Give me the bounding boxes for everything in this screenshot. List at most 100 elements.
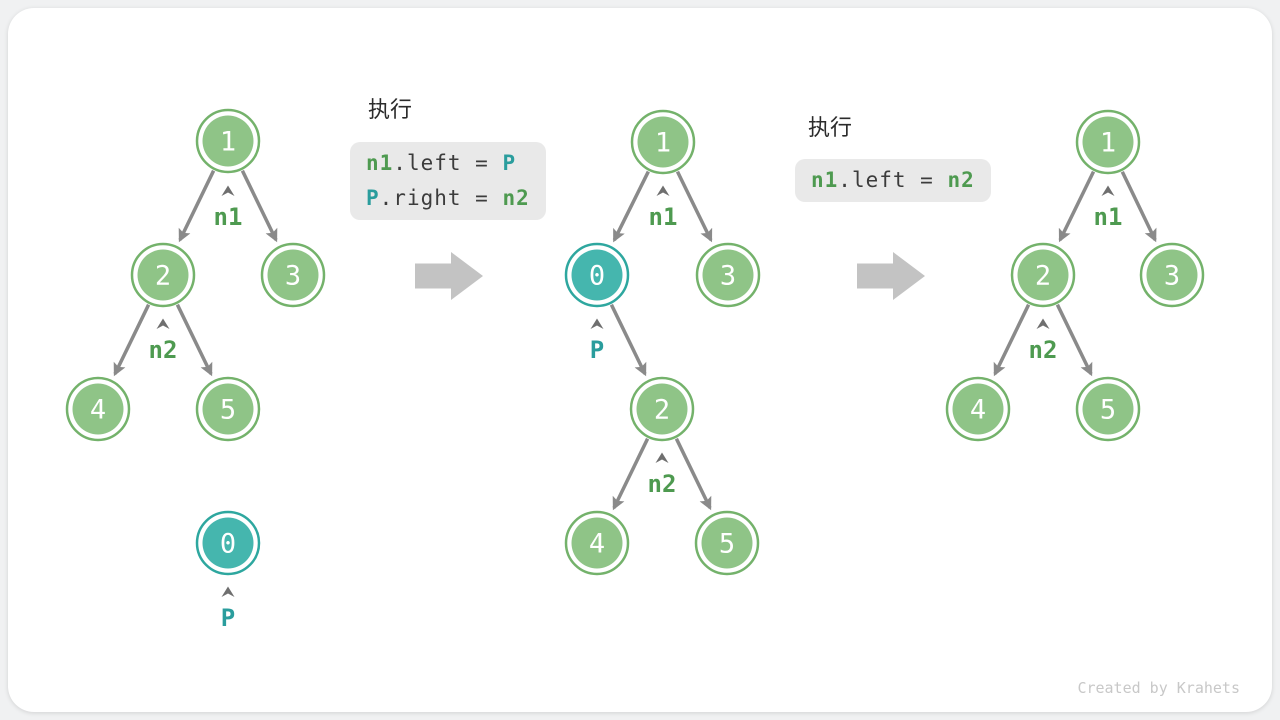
node-value: 1 bbox=[220, 127, 236, 158]
pointer-caret-icon bbox=[1036, 318, 1050, 329]
tree-edge bbox=[175, 303, 213, 377]
tree-node-4: 4 bbox=[564, 510, 630, 576]
pointer-caret-icon bbox=[1101, 185, 1115, 196]
code-token: .left = bbox=[838, 168, 948, 192]
node-value: 5 bbox=[1100, 395, 1116, 426]
transition-arrow-icon bbox=[857, 252, 925, 300]
pointer-n2: n2 bbox=[149, 318, 178, 364]
node-value: 3 bbox=[720, 261, 736, 292]
pointer-n2: n2 bbox=[648, 452, 676, 498]
tree-edge bbox=[1120, 170, 1157, 243]
node-value: 1 bbox=[1100, 128, 1116, 159]
node-circle bbox=[1082, 116, 1134, 168]
tree-edge bbox=[1058, 170, 1096, 243]
node-circle bbox=[72, 383, 124, 435]
tree-edge bbox=[113, 303, 151, 377]
tree-edge bbox=[612, 170, 650, 243]
pointer-label: n1 bbox=[649, 203, 678, 231]
tree-node-1: 1 bbox=[1075, 109, 1141, 175]
step-2-code-box: n1.left = n2 bbox=[795, 159, 991, 202]
code-line: P.right = n2 bbox=[366, 181, 530, 216]
code-line: n1.left = n2 bbox=[811, 163, 975, 198]
tree-node-1: 1 bbox=[630, 109, 696, 175]
pointer-n1: n1 bbox=[649, 185, 678, 231]
node-circle bbox=[1017, 249, 1069, 301]
node-value: 2 bbox=[654, 395, 670, 426]
node-circle bbox=[636, 383, 688, 435]
node-circle bbox=[637, 116, 689, 168]
transition-arrow-icon bbox=[415, 252, 483, 300]
node-circle bbox=[267, 249, 319, 301]
node-circle bbox=[701, 517, 753, 569]
tree-node-1: 1 bbox=[195, 108, 261, 174]
node-circle bbox=[571, 517, 623, 569]
node-circle bbox=[137, 249, 189, 301]
node-value: 0 bbox=[589, 261, 605, 292]
code-token: n2 bbox=[947, 168, 975, 192]
watermark: Created by Krahets bbox=[1077, 679, 1240, 697]
tree-edge bbox=[240, 169, 278, 243]
pointer-caret-icon bbox=[656, 185, 670, 196]
pointer-n1: n1 bbox=[214, 185, 243, 231]
tree-edge bbox=[1055, 303, 1093, 377]
pointer-caret-icon bbox=[655, 452, 669, 463]
node-value: 1 bbox=[655, 128, 671, 159]
pointer-label: n1 bbox=[214, 203, 243, 231]
tree-node-2: 2 bbox=[629, 376, 695, 442]
tree-node-3: 3 bbox=[260, 242, 326, 308]
tree-after: 1 2 3 4 5 n1 n2 bbox=[945, 109, 1205, 442]
code-token: .right = bbox=[379, 186, 503, 210]
tree-node-3: 3 bbox=[1139, 242, 1205, 308]
node-value: 5 bbox=[719, 529, 735, 560]
tree-edge bbox=[675, 170, 713, 243]
node-circle bbox=[702, 249, 754, 301]
pointer-caret-icon bbox=[221, 586, 235, 597]
tree-node-0: 0 bbox=[564, 242, 630, 308]
node-circle bbox=[952, 383, 1004, 435]
step-1-execute-label: 执行 bbox=[368, 97, 413, 122]
pointer-label: n2 bbox=[1029, 336, 1058, 364]
node-circle bbox=[202, 115, 254, 167]
node-value: 4 bbox=[970, 395, 986, 426]
node-circle bbox=[1082, 383, 1134, 435]
tree-edge bbox=[993, 303, 1031, 377]
tree-node-4: 4 bbox=[945, 376, 1011, 442]
pointer-P: P bbox=[590, 318, 604, 364]
tree-edge bbox=[178, 169, 216, 243]
tree-node-0: 0 bbox=[195, 510, 261, 576]
step-1-code-box: n1.left = P P.right = n2 bbox=[350, 142, 546, 220]
pointer-caret-icon bbox=[221, 185, 235, 196]
tree-node-2: 2 bbox=[1010, 242, 1076, 308]
tree-node-4: 4 bbox=[65, 376, 131, 442]
pointer-n1: n1 bbox=[1094, 185, 1123, 231]
tree-node-2: 2 bbox=[130, 242, 196, 308]
node-value: 2 bbox=[155, 261, 171, 292]
tree-edge bbox=[674, 437, 712, 511]
step-2-execute-label: 执行 bbox=[808, 115, 853, 140]
tree-node-5: 5 bbox=[694, 510, 760, 576]
tree-node-5: 5 bbox=[195, 376, 261, 442]
node-circle bbox=[1146, 249, 1198, 301]
pointer-label: P bbox=[221, 604, 235, 632]
node-value: 4 bbox=[589, 529, 605, 560]
node-circle bbox=[202, 517, 254, 569]
code-token: P bbox=[366, 186, 380, 210]
code-token: n2 bbox=[502, 186, 530, 210]
pointer-label: n1 bbox=[1094, 203, 1123, 231]
code-line: n1.left = P bbox=[366, 146, 530, 181]
tree-edge bbox=[609, 303, 647, 377]
node-value: 3 bbox=[1164, 261, 1180, 292]
node-value: 2 bbox=[1035, 261, 1051, 292]
pointer-label: n2 bbox=[149, 336, 178, 364]
pointer-n2: n2 bbox=[1029, 318, 1058, 364]
node-circle bbox=[202, 383, 254, 435]
pointer-caret-icon bbox=[156, 318, 170, 329]
node-value: 4 bbox=[90, 395, 106, 426]
tree-node-3: 3 bbox=[695, 242, 761, 308]
node-value: 3 bbox=[285, 261, 301, 292]
node-value: 0 bbox=[220, 529, 236, 560]
tree-before: 1 2 3 4 5 0 n1 n2P bbox=[65, 108, 326, 632]
pointer-caret-icon bbox=[590, 318, 604, 329]
